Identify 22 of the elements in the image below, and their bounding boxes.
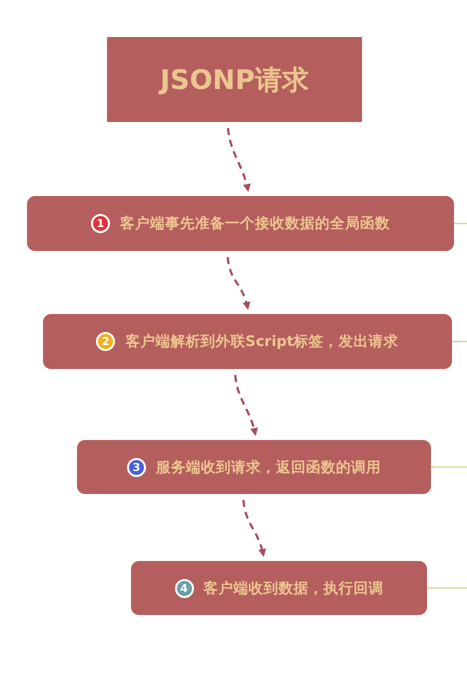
arrow xyxy=(226,256,250,310)
step-number: 1 xyxy=(91,214,110,233)
arrow xyxy=(226,128,251,192)
step-text: 客户端事先准备一个接收数据的全局函数 xyxy=(120,214,390,233)
step-box xyxy=(131,561,427,615)
step-text: 客户端解析到外联Script标签，发出请求 xyxy=(125,332,399,351)
title-text: JSONP请求 xyxy=(160,64,309,98)
arrow xyxy=(242,500,266,557)
step-text: 客户端收到数据，执行回调 xyxy=(204,579,384,598)
step-box xyxy=(77,440,431,494)
step-number: 2 xyxy=(96,332,116,351)
connector-line xyxy=(452,340,467,342)
connector-line xyxy=(454,222,467,224)
connector-line xyxy=(427,587,467,589)
step-box xyxy=(27,196,454,251)
arrow xyxy=(234,374,258,436)
step-number: 3 xyxy=(127,458,146,476)
step-box xyxy=(43,314,452,369)
step-number: 4 xyxy=(174,578,194,598)
connector-line xyxy=(431,466,467,468)
step-text: 服务端收到请求，返回函数的调用 xyxy=(156,458,381,476)
title-box xyxy=(107,37,362,122)
